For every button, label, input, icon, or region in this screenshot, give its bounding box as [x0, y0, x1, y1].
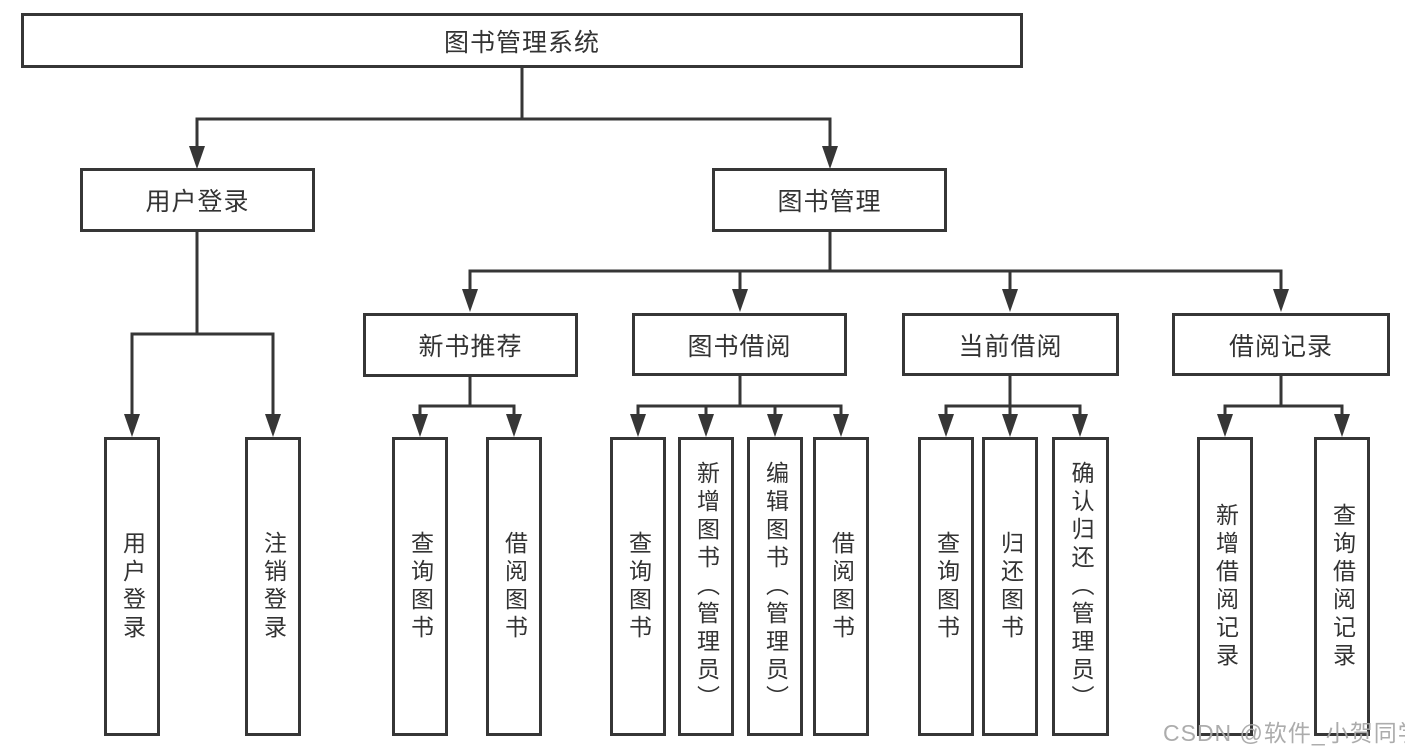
leaf-current-return-books: 归还图书: [982, 437, 1038, 736]
leaf-records-query-record: 查询借阅记录: [1314, 437, 1370, 736]
leaf-current-query-books: 查询图书: [918, 437, 974, 736]
leaf-user-login: 用户登录: [104, 437, 160, 736]
node-current-borrowing: 当前借阅: [902, 313, 1119, 376]
leaf-borrowing-query-books: 查询图书: [610, 437, 666, 736]
leaf-current-confirm-return-admin: 确认归还（管理员）: [1052, 437, 1109, 736]
connector-bookmgmt-to-level3: [468, 230, 1283, 296]
leaf-current-confirm-return-admin-label: 确认归还（管理员）: [1068, 460, 1094, 713]
csdn-watermark: CSDN @软件_小贺同学: [1163, 720, 1405, 746]
leaf-borrowing-borrow-books: 借阅图书: [813, 437, 869, 736]
leaf-logout: 注销登录: [245, 437, 301, 736]
leaf-newbooks-query-books-label: 查询图书: [407, 530, 434, 643]
connector-current-to-leaves: [944, 374, 1082, 420]
leaf-records-query-record-label: 查询借阅记录: [1329, 502, 1356, 671]
leaf-borrowing-add-books-admin-label: 新增图书（管理员）: [693, 460, 720, 713]
node-book-borrowing: 图书借阅: [632, 313, 847, 376]
leaf-borrowing-edit-books-admin-label: 编辑图书（管理员）: [762, 460, 789, 713]
leaf-newbooks-borrow-books-label: 借阅图书: [501, 530, 528, 643]
connector-records-to-leaves: [1223, 374, 1344, 420]
leaf-borrowing-query-books-label: 查询图书: [625, 530, 652, 643]
leaf-records-add-record: 新增借阅记录: [1197, 437, 1253, 736]
connector-root-to-level2: [195, 66, 832, 152]
leaf-records-add-record-label: 新增借阅记录: [1212, 502, 1239, 671]
connector-borrowing-to-leaves: [636, 374, 843, 420]
arrowheads: [124, 146, 1350, 437]
leaf-user-login-label: 用户登录: [119, 530, 146, 643]
leaf-logout-label: 注销登录: [260, 530, 287, 643]
node-borrow-records: 借阅记录: [1172, 313, 1390, 376]
node-book-management: 图书管理: [712, 168, 947, 232]
leaf-borrowing-borrow-books-label: 借阅图书: [828, 530, 855, 643]
leaf-current-query-books-label: 查询图书: [933, 530, 960, 643]
node-new-book-recommend: 新书推荐: [363, 313, 578, 377]
connector-userlogin-to-leaves: [130, 230, 275, 420]
node-root: 图书管理系统: [21, 13, 1023, 68]
leaf-newbooks-query-books: 查询图书: [392, 437, 448, 736]
leaf-borrowing-add-books-admin: 新增图书（管理员）: [678, 437, 734, 736]
node-user-login: 用户登录: [80, 168, 315, 232]
leaf-current-return-books-label: 归还图书: [997, 530, 1024, 643]
leaf-borrowing-edit-books-admin: 编辑图书（管理员）: [747, 437, 803, 736]
leaf-newbooks-borrow-books: 借阅图书: [486, 437, 542, 736]
connector-newbooks-to-leaves: [418, 375, 516, 420]
